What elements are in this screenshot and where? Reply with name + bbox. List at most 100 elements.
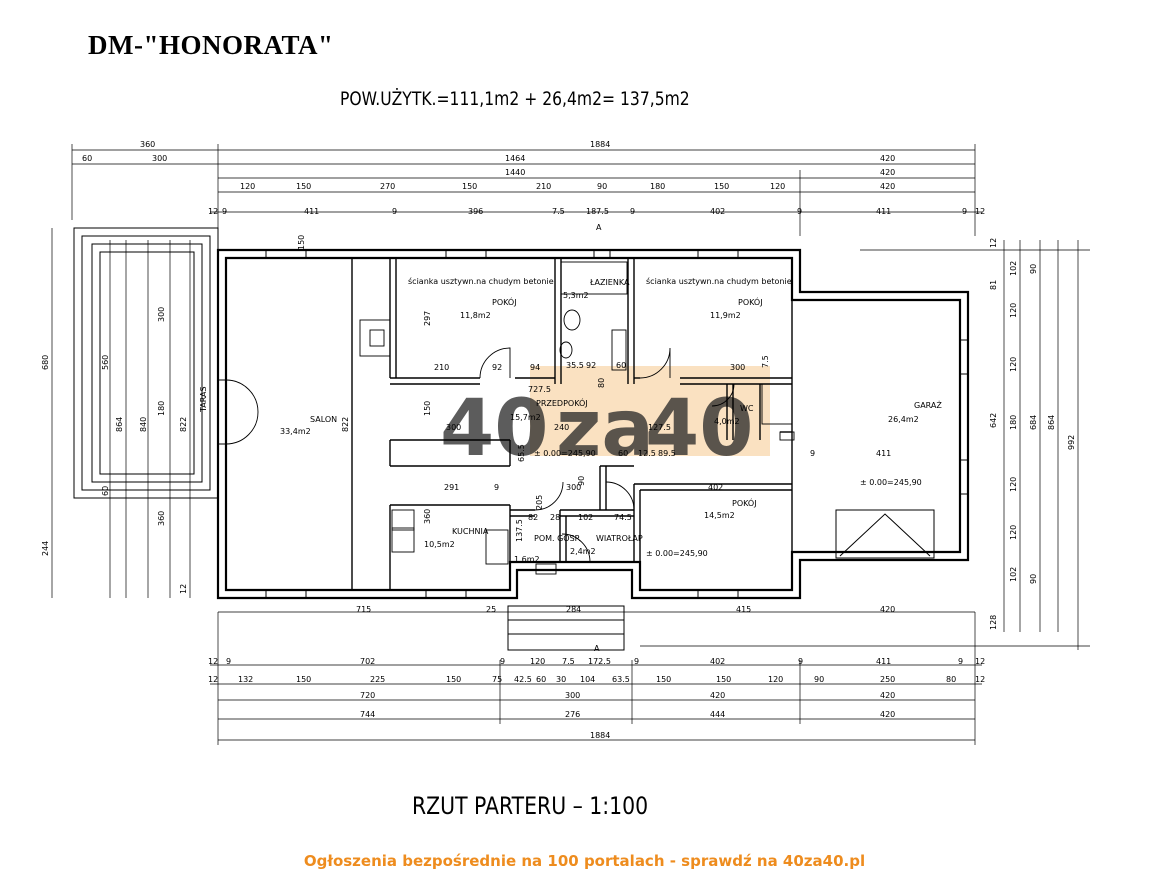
dim-left-5: 840	[139, 417, 148, 432]
dim-right-10: 120	[1009, 525, 1018, 540]
inner-dim-5: 35.5	[566, 361, 584, 370]
room-name-pokoj-1: POKÓJ	[492, 296, 517, 307]
windows	[217, 249, 969, 599]
garage-hatch	[835, 509, 935, 559]
dim-top-row4-10: 420	[880, 182, 895, 191]
dimension-labels-top: 360 1884 60 300 1464 420 1440 420 120 15…	[82, 140, 985, 216]
dim-bot-row1-8: 9	[634, 657, 639, 666]
dim-bot-row1-13: 12	[975, 657, 985, 666]
room-area-salon: 33,4m2	[280, 427, 311, 436]
room-area-kuchnia: 10,5m2	[424, 540, 455, 549]
dim-bot-row2-2: 132	[238, 675, 253, 684]
inner-dim-6: 92	[586, 361, 596, 370]
inner-dim-15: 9	[810, 449, 815, 458]
room-name-wiatrolap: WIATROŁAP	[596, 534, 643, 543]
dim-top-row1-2: 1884	[590, 140, 610, 149]
dim-bot-row1-2: 9	[226, 657, 231, 666]
room-area-przedpokoj: 15,7m2	[510, 413, 541, 422]
room-area-pom-gosp: 1,6m2	[514, 555, 540, 564]
dim-bot-row1-7: 172.5	[588, 657, 611, 666]
inner-dim-37: 205	[535, 495, 544, 510]
room-area-pokoj-2: 11,9m2	[710, 311, 741, 320]
inner-dim-31: 128	[989, 615, 998, 630]
dim-top-row5-11: 411	[876, 207, 891, 216]
inner-dim-29: 822	[341, 417, 350, 432]
room-name-przedpokoj: PRZEDPOKÓJ	[536, 397, 588, 408]
room-name-pokoj-2: POKÓJ	[738, 296, 763, 307]
dim-bot-row1-3: 702	[360, 657, 375, 666]
dim-bot-row2-9: 30	[556, 675, 566, 684]
dim-top-row5-5: 396	[468, 207, 483, 216]
section-marker-top: A	[596, 223, 602, 232]
dim-bot-row2-7: 42.5	[514, 675, 532, 684]
dim-bot-row2-10: 104	[580, 675, 595, 684]
usable-area-summary: POW.UŻYTK.=111,1m2 + 26,4m2= 137,5m2	[340, 88, 690, 110]
dim-top-row5-6: 7.5	[552, 207, 565, 216]
inner-dim-28: 420	[880, 605, 895, 614]
advert-footer[interactable]: Ogłoszenia bezpośrednie na 100 portalach…	[303, 852, 866, 870]
inner-dim-4: 94	[530, 363, 540, 372]
dim-right-7: 864	[1047, 415, 1056, 430]
room-area-pokoj-1: 11,8m2	[460, 311, 491, 320]
dim-bot-row2-13: 150	[716, 675, 731, 684]
dim-left-2: 560	[101, 355, 110, 370]
dim-top-row5-3: 411	[304, 207, 319, 216]
dim-bot-row3-3: 420	[710, 691, 725, 700]
inner-dim-18: 9	[494, 483, 499, 492]
inner-dim-20: 402	[708, 483, 723, 492]
dim-top-row4-1: 120	[240, 182, 255, 191]
inner-dim-10: 727.5	[528, 385, 551, 394]
dim-bot-row2-1: 12	[208, 675, 218, 684]
note-stiffening-wall-right: ścianka usztywn.na chudym betonie	[646, 276, 792, 286]
room-area-wiatrolap: 2,4m2	[570, 547, 596, 556]
inner-dim-24: 284	[566, 605, 581, 614]
dim-top-row2-1: 60	[82, 154, 92, 163]
dim-top-row4-6: 90	[597, 182, 607, 191]
dim-top-row5-4: 9	[392, 207, 397, 216]
inner-dim-33: 82	[528, 513, 538, 522]
dim-top-row4-4: 150	[462, 182, 477, 191]
dim-bot-row1-4: 9	[500, 657, 505, 666]
dim-bot-row1-12: 9	[958, 657, 963, 666]
room-area-pokoj-3: 14,5m2	[704, 511, 735, 520]
dim-top-row1-1: 360	[140, 140, 155, 149]
room-name-pokoj-3: POKÓJ	[732, 497, 757, 508]
inner-dimension-labels: 297 210 92 94 35.5 92 60 300 7.5 727.5 1…	[297, 235, 998, 630]
dim-top-row4-9: 120	[770, 182, 785, 191]
dim-bot-row2-4: 225	[370, 675, 385, 684]
dim-top-row4-8: 150	[714, 182, 729, 191]
room-labels: SALON 33,4m2 POKÓJ 11,8m2 ŁAZIENKA 5,3m2…	[199, 223, 942, 653]
dim-right-6: 684	[1029, 415, 1038, 430]
dimension-labels-bottom: 12 9 702 9 120 7.5 172.5 9 402 9 411 9 1…	[208, 657, 985, 740]
dim-bot-row1-5: 120	[530, 657, 545, 666]
dim-left-3: 300	[157, 307, 166, 322]
dim-right-12: 90	[1029, 574, 1038, 584]
dim-left-11: 12	[179, 584, 188, 594]
dim-right-8: 180	[1009, 415, 1018, 430]
entrance-steps	[507, 605, 625, 651]
dim-bot-row2-6: 75	[492, 675, 502, 684]
dim-top-row5-1: 12	[208, 207, 218, 216]
dim-bot-row2-18: 12	[975, 675, 985, 684]
inner-dim-14: 127.5	[648, 423, 671, 432]
room-name-lazienka: ŁAZIENKA	[589, 278, 630, 287]
dim-bot-row2-3: 150	[296, 675, 311, 684]
room-area-lazienka: 5,3m2	[563, 291, 589, 300]
plan-title: DM-"HONORATA"	[88, 30, 334, 60]
dim-left-1: 680	[41, 355, 50, 370]
dim-right-1: 102	[1009, 261, 1018, 276]
inner-dim-7: 60	[616, 361, 626, 370]
inner-dim-16: 411	[876, 449, 891, 458]
level-marker-room: ± 0.00=245,90	[646, 549, 708, 558]
dim-bot-row1-10: 9	[798, 657, 803, 666]
inner-dim-11: 150	[423, 401, 432, 416]
dim-bot-row2-16: 250	[880, 675, 895, 684]
level-marker-hall: ± 0.00=245,90	[534, 449, 596, 458]
note-stiffening-wall-left: ścianka usztywn.na chudym betonie	[408, 276, 554, 286]
dim-bot-row1-11: 411	[876, 657, 891, 666]
level-marker-garage: ± 0.00=245,90	[860, 478, 922, 487]
dim-top-row5-7: 187.5	[586, 207, 609, 216]
dim-right-13: 992	[1067, 435, 1076, 450]
inner-dim-3: 92	[492, 363, 502, 372]
